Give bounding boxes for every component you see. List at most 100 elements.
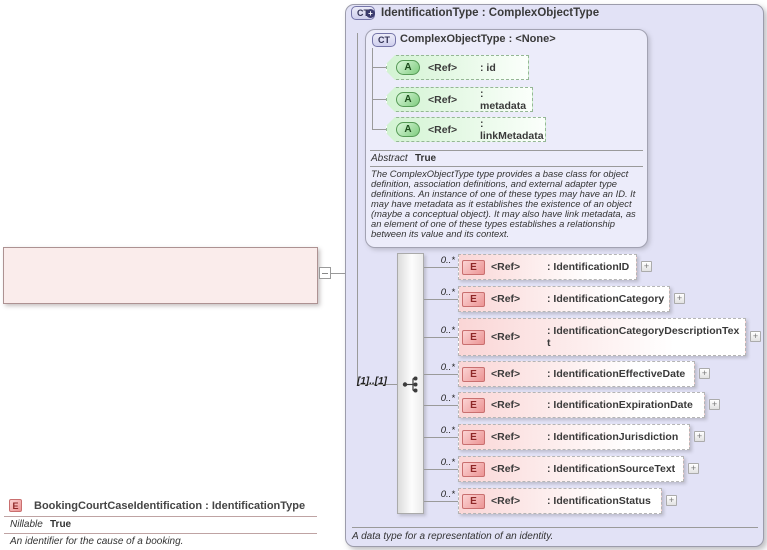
connector-line: [424, 299, 458, 300]
expand-button[interactable]: +: [750, 331, 761, 342]
element-row: 0..* E <Ref> : IdentificationStatus +: [424, 488, 689, 514]
nillable-value: True: [50, 519, 72, 530]
element-name: : IdentificationCategory: [547, 293, 665, 305]
divider: [370, 166, 643, 167]
element-node-title: BookingCourtCaseIdentification : Identif…: [34, 500, 306, 512]
occurrence-label: 0..*: [440, 255, 455, 266]
element-node-identificationjurisdiction[interactable]: E <Ref> : IdentificationJurisdiction: [458, 424, 690, 450]
element-node-identificationcategorydescriptiontext[interactable]: E <Ref> : IdentificationCategoryDescript…: [458, 318, 746, 356]
expand-button[interactable]: +: [699, 368, 710, 379]
occurrence-label: 0..*: [440, 393, 455, 404]
attribute-name: : linkMetadata: [480, 117, 544, 142]
abstract-label: Abstract: [371, 153, 408, 164]
element-ref: <Ref>: [491, 261, 521, 273]
expand-button[interactable]: +: [674, 293, 685, 304]
type-documentation: A data type for a representation of an i…: [352, 531, 554, 542]
element-name: : IdentificationSourceText: [547, 463, 676, 475]
element-name: : IdentificationCategoryDescriptionText: [547, 325, 740, 349]
element-name: : IdentificationExpirationDate: [547, 399, 693, 411]
element-node-identificationeffectivedate[interactable]: E <Ref> : IdentificationEffectiveDate: [458, 361, 695, 387]
connector-line: [424, 437, 458, 438]
element-ref: <Ref>: [491, 431, 521, 443]
sequence-cardinality: [1]..[1]: [357, 376, 387, 387]
plus-badge-icon: +: [366, 9, 375, 18]
basetype-node-title: ComplexObjectType : <None>: [400, 33, 556, 45]
attribute-name: : id: [480, 61, 496, 74]
connector-line: [331, 273, 358, 274]
element-ref: <Ref>: [491, 331, 521, 343]
expand-button[interactable]: +: [641, 261, 652, 272]
connector-line: [424, 501, 458, 502]
sequence-group[interactable]: [397, 253, 424, 514]
element-ref: <Ref>: [491, 495, 521, 507]
connector-line: [372, 48, 373, 129]
expand-button[interactable]: +: [688, 463, 699, 474]
attribute-node-linkmetadata[interactable]: A <Ref> : linkMetadata: [386, 117, 546, 142]
connector-line: [372, 129, 386, 130]
divider: [4, 516, 317, 517]
element-icon: E: [462, 397, 485, 413]
expand-button[interactable]: +: [666, 495, 677, 506]
attribute-ref: <Ref>: [428, 93, 458, 106]
element-row: 0..* E <Ref> : IdentificationSourceText …: [424, 456, 711, 482]
attribute-icon: A: [396, 122, 420, 137]
occurrence-label: 0..*: [440, 489, 455, 500]
attribute-node-id[interactable]: A <Ref> : id: [386, 55, 529, 80]
attribute-node-metadata[interactable]: A <Ref> : metadata: [386, 87, 533, 112]
attribute-icon: A: [396, 92, 420, 107]
occurrence-label: 0..*: [440, 362, 455, 373]
complextype-icon: CT: [372, 33, 396, 47]
element-icon: E: [462, 461, 485, 477]
connector-line: [424, 469, 458, 470]
nillable-label: Nillable: [10, 519, 43, 530]
attribute-name: : metadata: [480, 87, 527, 112]
element-row: 0..* E <Ref> : IdentificationCategoryDes…: [424, 318, 767, 356]
connector-line: [424, 267, 458, 268]
element-node-identificationstatus[interactable]: E <Ref> : IdentificationStatus: [458, 488, 662, 514]
occurrence-label: 0..*: [440, 287, 455, 298]
type-node-title: IdentificationType : ComplexObjectType: [381, 7, 600, 19]
connector-line: [357, 33, 358, 385]
element-row: 0..* E <Ref> : IdentificationEffectiveDa…: [424, 361, 722, 387]
connector-line: [424, 405, 458, 406]
collapse-toggle-icon[interactable]: [319, 267, 331, 279]
element-row: 0..* E <Ref> : IdentificationID +: [424, 254, 664, 280]
occurrence-label: 0..*: [440, 457, 455, 468]
element-ref: <Ref>: [491, 293, 521, 305]
element-name: : IdentificationEffectiveDate: [547, 368, 686, 380]
element-row: 0..* E <Ref> : IdentificationCategory +: [424, 286, 697, 312]
expand-button[interactable]: +: [709, 399, 720, 410]
element-ref: <Ref>: [491, 463, 521, 475]
element-node-identificationexpirationdate[interactable]: E <Ref> : IdentificationExpirationDate: [458, 392, 705, 418]
element-name: : IdentificationJurisdiction: [547, 431, 679, 443]
divider: [352, 527, 758, 528]
attribute-icon: A: [396, 60, 420, 75]
divider: [4, 533, 317, 534]
element-name: : IdentificationID: [547, 261, 630, 273]
attribute-ref: <Ref>: [428, 123, 458, 136]
element-icon: E: [462, 329, 485, 345]
element-node-bookingcourtcaseidentification[interactable]: E BookingCourtCaseIdentification : Ident…: [3, 247, 318, 547]
attribute-ref: <Ref>: [428, 61, 458, 74]
element-node-identificationcategory[interactable]: E <Ref> : IdentificationCategory: [458, 286, 670, 312]
element-ref: <Ref>: [491, 399, 521, 411]
occurrence-label: 0..*: [440, 325, 455, 336]
occurrence-label: 0..*: [440, 425, 455, 436]
element-ref: <Ref>: [491, 368, 521, 380]
element-description: An identifier for the cause of a booking…: [10, 536, 184, 547]
element-icon: E: [462, 493, 485, 509]
element-icon: E: [9, 499, 22, 512]
connector-line: [424, 374, 458, 375]
connector-line: [372, 99, 386, 100]
element-node-identificationid[interactable]: E <Ref> : IdentificationID: [458, 254, 637, 280]
divider: [370, 150, 643, 151]
sequence-icon: [401, 375, 423, 399]
abstract-value: True: [415, 153, 437, 164]
complextype-plus-icon[interactable]: CT +: [351, 6, 375, 20]
element-row: 0..* E <Ref> : IdentificationExpirationD…: [424, 392, 732, 418]
connector-line: [424, 337, 458, 338]
element-icon: E: [462, 429, 485, 445]
element-node-identificationsourcetext[interactable]: E <Ref> : IdentificationSourceText: [458, 456, 684, 482]
expand-button[interactable]: +: [694, 431, 705, 442]
